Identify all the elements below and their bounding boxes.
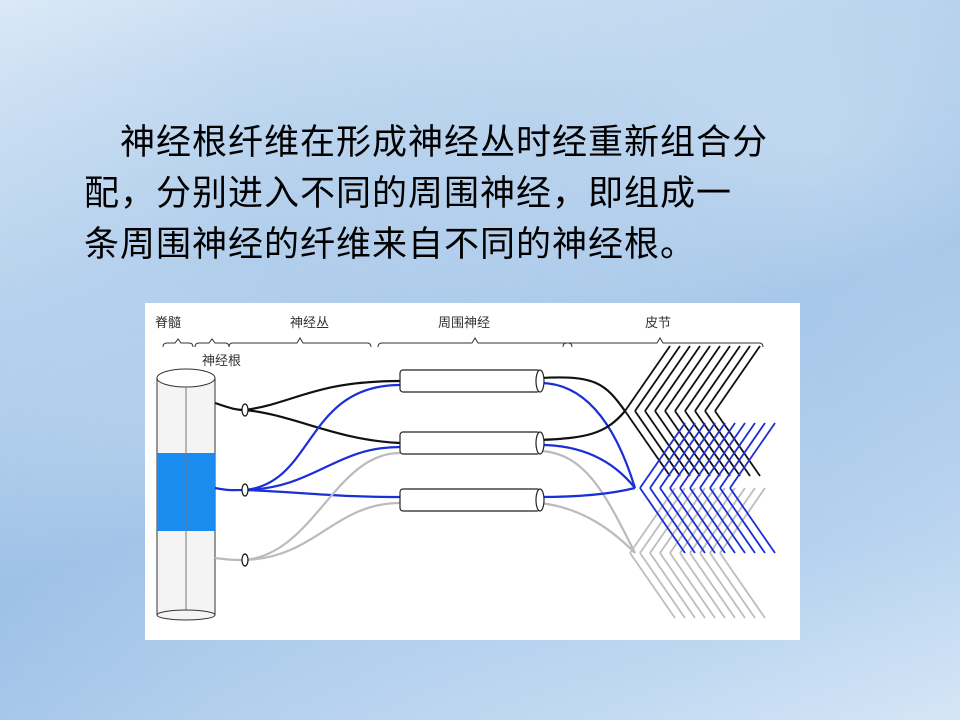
dermatome-line: [689, 422, 736, 489]
dermatome-line: [694, 410, 741, 477]
nerve-fibers: [214, 376, 637, 562]
dermatome-line: [644, 410, 691, 477]
dermatome-line: [649, 422, 696, 489]
dermatome-line: [704, 345, 751, 412]
dermatome-line: [674, 345, 721, 412]
dermatome-line: [639, 487, 686, 554]
dermatome-line: [704, 410, 751, 477]
dermatome-line: [654, 410, 701, 477]
dermatome-line: [709, 422, 756, 489]
dermatome-line: [719, 487, 766, 554]
paragraph-line: 配，分别进入不同的周围神经，即组成一: [84, 174, 733, 214]
dermatome-line: [659, 552, 706, 619]
section-braces: [162, 337, 764, 348]
label-peripheral-nerve: 周围神经: [438, 316, 490, 331]
dermatome-line: [629, 552, 676, 619]
dermatome-line: [649, 552, 696, 619]
dermatome-line: [639, 552, 686, 619]
dermatome-line: [634, 410, 681, 477]
dermatome-line: [699, 422, 746, 489]
dermatome-line: [684, 345, 731, 412]
dermatome-line: [634, 345, 681, 412]
dermatome-line: [709, 487, 756, 554]
slide-paragraph: 神经根纤维在形成神经丛时经重新组合分 配，分别进入不同的周围神经，即组成一 条周…: [84, 118, 894, 271]
dermatome-line: [669, 487, 716, 554]
dermatome-line: [684, 410, 731, 477]
dermatome-line: [679, 487, 726, 554]
dermatome-line: [624, 410, 671, 477]
dermatome-line: [714, 410, 761, 477]
paragraph-line: 条周围神经的纤维来自不同的神经根。: [84, 225, 697, 265]
dermatome-line: [729, 487, 776, 554]
label-spinal-cord: 脊髓: [155, 316, 181, 331]
dermatome-line: [694, 345, 741, 412]
dermatome-hatching: [624, 345, 776, 619]
spinal-cord: [156, 368, 216, 621]
dermatome-line: [719, 552, 766, 619]
dermatome-line: [669, 422, 716, 489]
dermatome-line: [719, 422, 766, 489]
diagram-svg: 脊髓 神经根 神经丛 周围神经 皮节: [155, 316, 776, 621]
nerve-root-diagram: 脊髓 神经根 神经丛 周围神经 皮节: [145, 303, 800, 640]
dermatome-line: [679, 422, 726, 489]
dermatome-line: [709, 552, 756, 619]
label-plexus: 神经丛: [290, 316, 329, 331]
root-ganglia: [241, 403, 249, 567]
dermatome-line: [644, 345, 691, 412]
peripheral-nerve-tubes: [399, 369, 545, 512]
dermatome-line: [624, 345, 671, 412]
paragraph-line: 神经根纤维在形成神经丛时经重新组合分: [84, 123, 769, 163]
dermatome-line: [689, 487, 736, 554]
dermatome-line: [659, 422, 706, 489]
dermatome-line: [629, 487, 676, 554]
dermatome-line: [649, 487, 696, 554]
dermatome-line: [639, 422, 686, 489]
dermatome-line: [689, 552, 736, 619]
dermatome-line: [699, 487, 746, 554]
dermatome-line: [664, 345, 711, 412]
dermatome-line: [699, 552, 746, 619]
label-dermatome: 皮节: [645, 316, 671, 331]
dermatome-line: [669, 552, 716, 619]
dermatome-line: [729, 422, 776, 489]
dermatome-line: [659, 487, 706, 554]
dermatome-line: [664, 410, 711, 477]
dermatome-line: [654, 345, 701, 412]
dermatome-line: [714, 345, 761, 412]
dermatome-line: [674, 410, 721, 477]
dermatome-line: [679, 552, 726, 619]
label-nerve-root: 神经根: [202, 354, 241, 369]
